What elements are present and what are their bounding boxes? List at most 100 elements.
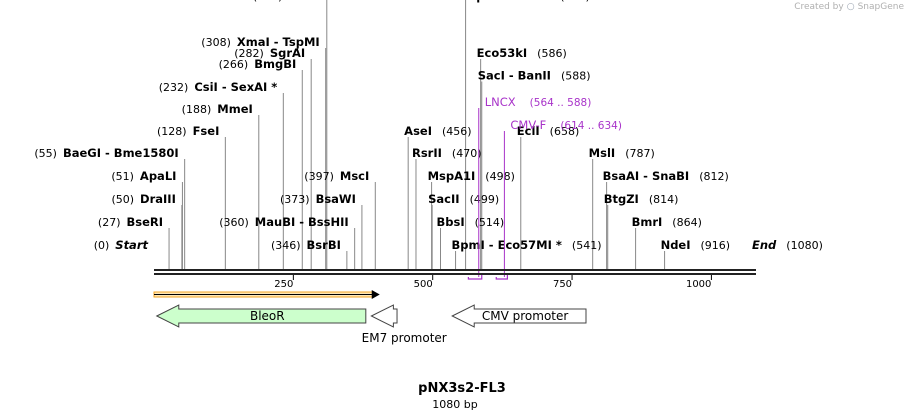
primer-name: LNCX — [485, 95, 516, 109]
site-position: (814) — [649, 193, 679, 206]
site-position: (0) — [94, 239, 110, 252]
site-label: (658)EclI — [517, 124, 580, 138]
site-position: (586) — [537, 47, 567, 60]
primer-binding-bracket — [495, 273, 508, 280]
site-position: (232) — [159, 81, 189, 94]
orf-arrowhead — [371, 290, 380, 299]
site-label: (588) SacI - BanII — [478, 69, 591, 83]
site-label: (266)BmgBI — [219, 57, 297, 71]
site-position: (308) — [201, 36, 231, 49]
site-position: (282) — [234, 47, 264, 60]
snapgene-logo-icon: ○ — [846, 2, 855, 12]
site-position: (541) — [572, 239, 602, 252]
site-label: (397) MscI — [304, 169, 369, 183]
site-name: BaeGI - Bme1580I — [63, 146, 179, 160]
site-position: (360) — [219, 216, 249, 229]
site-label: (55) BaeGI - Bme1580I — [34, 146, 178, 160]
axis-tick-label: 250 — [274, 279, 293, 290]
site-position: (499) — [470, 193, 500, 206]
site-name: BmrI — [632, 215, 663, 229]
site-position: (916) — [701, 239, 731, 252]
credit-text: Created by — [794, 2, 844, 12]
primer-binding-bracket — [467, 273, 483, 280]
feature-arrow — [155, 304, 367, 328]
primer-range: (614 .. 634) — [560, 120, 622, 132]
site-name: AseI — [404, 124, 432, 138]
site-position: (559) — [560, 0, 590, 3]
site-name: BsaWI — [316, 192, 356, 206]
site-position: (1080) — [786, 239, 823, 252]
feature-arrow — [451, 304, 587, 328]
site-label: (514)BbsI — [437, 215, 505, 229]
site-position: (51) — [111, 170, 134, 183]
site-name: BsaAI - SnaBI — [603, 169, 690, 183]
site-name: SacI - BanII — [478, 69, 551, 83]
feature-label: CMV promoter — [482, 309, 569, 323]
site-position: (346) — [271, 239, 301, 252]
site-label: (916)NdeI — [661, 238, 731, 252]
site-name: MspA1I — [428, 169, 476, 183]
site-label: (470)RsrII — [412, 146, 482, 160]
site-name: SacII — [428, 192, 459, 206]
site-label: (51) ApaLI — [111, 169, 176, 183]
site-name: Eco53kI — [477, 46, 528, 60]
site-position: (128) — [157, 125, 187, 138]
site-label: (1080) End — [752, 238, 823, 252]
site-name: BmgBI — [254, 57, 296, 71]
primer-name: CMV-F — [510, 118, 546, 132]
primer-range: (564 .. 588) — [530, 97, 592, 109]
axis-tick-label: 750 — [553, 279, 572, 290]
site-position: (588) — [561, 70, 591, 83]
site-name: End — [752, 238, 777, 252]
site-label: (541) BpmI - Eco57MI * — [452, 238, 602, 252]
site-name: BseRI — [127, 215, 164, 229]
site-label: (787) MslI — [589, 146, 655, 160]
site-name: MslI — [589, 146, 616, 160]
site-name: BbsI — [437, 215, 465, 229]
site-position: (373) — [280, 193, 310, 206]
site-name: ApaLI — [140, 169, 177, 183]
site-name: MscI — [340, 169, 369, 183]
primer-layer: LNCX (564 .. 588) CMV-F (614 .. 634) — [467, 95, 622, 280]
site-name: BpmI - Eco57MI * — [452, 238, 562, 252]
feature-label: EM7 promoter — [362, 331, 447, 345]
feature-label: BleoR — [250, 309, 285, 323]
site-position: (658) — [550, 125, 580, 138]
site-label: (188)MmeI — [182, 102, 253, 116]
site-label: (864) BmrI — [632, 215, 702, 229]
site-label: (559) Esp3I - BsmBI — [462, 0, 590, 3]
site-position: (55) — [34, 147, 57, 160]
plasmid-size: 1080 bp — [432, 398, 477, 411]
site-name: Start — [115, 238, 148, 252]
site-position: (864) — [672, 216, 702, 229]
orf-layer — [153, 290, 380, 299]
site-label: (814)BtgZI — [604, 192, 679, 206]
site-position: (310) — [253, 0, 283, 3]
site-position: (50) — [111, 193, 134, 206]
site-name: RsrII — [412, 146, 442, 160]
site-label: (586) Eco53kI — [477, 46, 567, 60]
site-position: (812) — [699, 170, 729, 183]
backbone-bottom-strand — [154, 273, 756, 275]
site-name: FseI — [193, 124, 220, 138]
credit-brand: SnapGene — [857, 2, 904, 12]
site-label: (308)XmaI - TspMI — [201, 35, 319, 49]
site-leader-lines — [168, 0, 666, 269]
feature-arrow — [370, 304, 398, 328]
site-label: (128) FseI — [157, 124, 219, 138]
backbone-top-strand — [154, 269, 756, 271]
site-name: SgrAI — [270, 46, 305, 60]
site-position: (397) — [304, 170, 334, 183]
site-position: (787) — [625, 147, 655, 160]
site-label: (360)MauBI - BssHII — [219, 215, 348, 229]
site-position: (27) — [98, 216, 121, 229]
site-position: (188) — [182, 103, 212, 116]
site-label: (812) BsaAI - SnaBI — [603, 169, 729, 183]
site-label: (27) BseRI — [98, 215, 163, 229]
site-label: (0) Start — [94, 238, 149, 252]
site-name: Esp3I - BsmBI — [462, 0, 551, 3]
site-labels: (0)Start(27)BseRI(50)DraIII(51)ApaLI(55)… — [34, 0, 822, 252]
axis-tick-label: 1000 — [686, 279, 711, 290]
site-name: CsiI - SexAI * — [194, 80, 277, 94]
